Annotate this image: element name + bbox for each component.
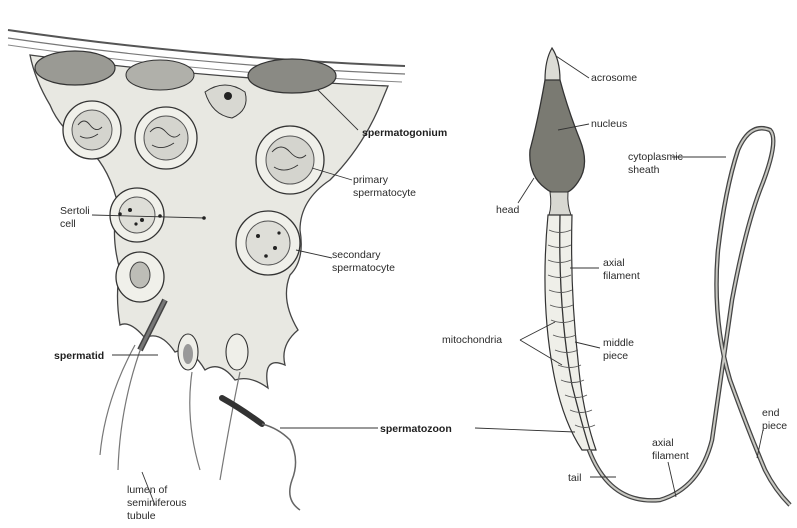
label-primary-line2: spermatocyte [353, 187, 416, 199]
label-lumen-line2: seminiferous [127, 497, 187, 509]
spermatogonium-cell [248, 59, 336, 93]
label-axial-top-line2: filament [603, 270, 640, 282]
spermatid-cell [116, 252, 164, 302]
label-middle-piece-line1: middle [603, 337, 634, 349]
tail [589, 128, 790, 505]
primary-spermatocyte-cell [135, 107, 197, 169]
secondary-spermatocyte-cell [236, 211, 300, 275]
primary-spermatocyte-cell [256, 126, 324, 194]
label-nucleus: nucleus [591, 118, 627, 130]
label-lumen-line1: lumen of [127, 484, 167, 496]
free-spermatozoon [222, 398, 300, 510]
label-cytoplasmic-line2: sheath [628, 164, 660, 176]
label-lumen-line3: tubule [127, 510, 156, 522]
label-tail: tail [568, 472, 581, 484]
label-spermatid: spermatid [54, 350, 104, 362]
middle-piece [545, 215, 596, 450]
label-spermatogonium: spermatogonium [362, 127, 447, 139]
label-end-piece-line1: end [762, 407, 780, 419]
label-spermatozoon: spermatozoon [380, 423, 452, 435]
secondary-spermatocyte-cell [110, 188, 164, 242]
label-axial-top-line1: axial [603, 257, 625, 269]
label-axial-bottom-line2: filament [652, 450, 689, 462]
label-secondary-line1: secondary [332, 249, 381, 261]
label-axial-bottom-line1: axial [652, 437, 674, 449]
label-end-piece-line2: piece [762, 420, 787, 432]
sperm-head [530, 80, 585, 194]
primary-spermatocyte-cell [63, 101, 121, 159]
label-middle-piece-line2: piece [603, 350, 628, 362]
label-head: head [496, 204, 520, 216]
label-mitochondria: mitochondria [442, 334, 502, 346]
label-secondary-line2: spermatocyte [332, 262, 395, 274]
label-cytoplasmic-line1: cytoplasmic [628, 151, 683, 163]
label-acrosome: acrosome [591, 72, 637, 84]
label-sertoli-line1: Sertoli [60, 205, 90, 217]
spermatogonium-cell [35, 51, 115, 85]
label-primary-line1: primary [353, 174, 389, 186]
label-sertoli-line2: cell [60, 218, 76, 230]
